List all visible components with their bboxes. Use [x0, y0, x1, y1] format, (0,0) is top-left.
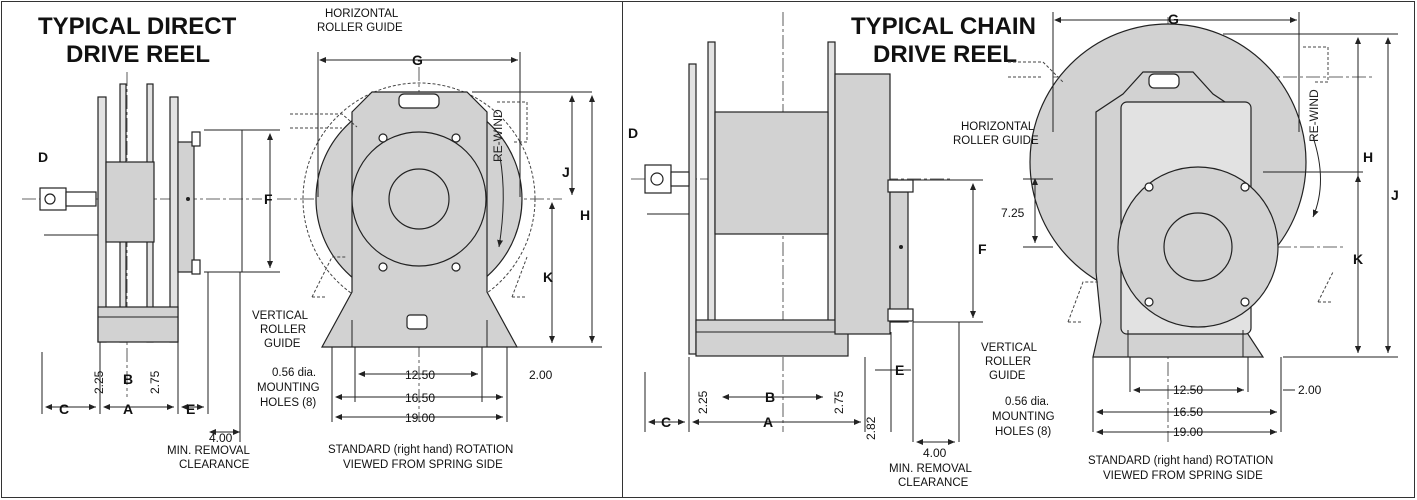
dim-2-00: 2.00	[529, 368, 553, 382]
frame-slot	[398, 93, 440, 109]
horizontal-roller-label-2: ROLLER GUIDE	[953, 135, 1039, 147]
vertical-roller-label-2: ROLLER	[985, 356, 1031, 368]
dim-2-75: 2.75	[148, 370, 162, 394]
dim-letter-c: C	[59, 401, 69, 417]
mounting-holes-label-2: MOUNTING	[257, 382, 320, 394]
chain-drive-drawing: .arr2 { stroke:#222; stroke-width:1; fil…	[628, 11, 1399, 489]
drum	[105, 161, 155, 243]
dim-letter-j: J	[562, 164, 570, 180]
mounting-holes-label-3: HOLES (8)	[260, 397, 316, 409]
dim-letter-h: H	[1363, 149, 1373, 165]
side-flange-inner-left	[707, 41, 716, 343]
dim-letter-d: D	[628, 125, 638, 141]
horizontal-roller-label-1: HORIZONTAL	[961, 121, 1035, 133]
panel-title-line1: TYPICAL CHAIN	[851, 13, 1036, 40]
min-removal-label-2: CLEARANCE	[179, 459, 250, 471]
dim-12-50: 12.50	[1173, 383, 1203, 397]
dim-7-25: 7.25	[1001, 206, 1025, 220]
rotation-label-2: VIEWED FROM SPRING SIDE	[343, 459, 503, 471]
panel-title-line1: TYPICAL DIRECT	[38, 13, 237, 40]
side-view	[22, 72, 280, 442]
hub	[388, 168, 450, 230]
dim-letter-f: F	[978, 241, 987, 257]
panel-title-line2: DRIVE REEL	[66, 41, 210, 68]
dim-19-00: 19.00	[1173, 425, 1203, 439]
vertical-roller-label-1: VERTICAL	[981, 342, 1038, 354]
frame-slot	[1148, 73, 1180, 89]
dim-letter-g: G	[1168, 11, 1179, 27]
mounting-holes-label-1: 0.56 dia.	[1005, 396, 1049, 408]
rewind-label: RE-WIND	[1307, 89, 1321, 142]
chain-cover	[889, 191, 909, 323]
dim-12-50: 12.50	[405, 368, 435, 382]
dim-letter-f: F	[264, 191, 273, 207]
rotation-label-2: VIEWED FROM SPRING SIDE	[1103, 470, 1263, 482]
dim-letter-e: E	[186, 401, 195, 417]
rotation-label-1: STANDARD (right hand) ROTATION	[1088, 455, 1273, 467]
drum	[714, 111, 829, 235]
dim-letter-c: C	[661, 414, 671, 430]
horizontal-roller-label-1: HORIZONTAL	[325, 8, 399, 20]
rewind-label: RE-WIND	[491, 109, 505, 162]
spring-housing	[834, 73, 891, 335]
side-view	[631, 12, 983, 445]
dim-2-75: 2.75	[832, 390, 846, 414]
dim-letter-b: B	[123, 371, 133, 387]
min-removal-label-2: CLEARANCE	[898, 477, 969, 489]
chain-drive-reel-panel: .arr2 { stroke:#222; stroke-width:1; fil…	[622, 1, 1415, 498]
side-flange-left	[688, 63, 697, 355]
horizontal-roller-label-2: ROLLER GUIDE	[317, 22, 403, 34]
side-flange-inner-right	[827, 41, 836, 343]
panel-title-line2: DRIVE REEL	[873, 41, 1017, 68]
side-flange-right	[169, 96, 179, 343]
dim-2-25: 2.25	[696, 390, 710, 414]
mounting-holes-label-2: MOUNTING	[992, 411, 1055, 423]
vertical-roller-label-3: GUIDE	[264, 338, 301, 350]
dim-letter-d: D	[38, 149, 48, 165]
spring-housing	[177, 141, 195, 273]
hub	[1163, 212, 1233, 282]
mounting-holes-label-3: HOLES (8)	[995, 426, 1051, 438]
side-flange-left	[97, 96, 107, 343]
dim-letter-g: G	[412, 52, 423, 68]
min-removal-value: 4.00	[209, 431, 233, 445]
dim-letter-a: A	[123, 401, 133, 417]
mounting-holes-label-1: 0.56 dia.	[272, 367, 316, 379]
direct-drive-drawing: TYPICAL DIRECT DRIVE REEL	[22, 8, 602, 471]
min-removal-label-1: MIN. REMOVAL	[167, 445, 250, 457]
dim-2-25: 2.25	[92, 370, 106, 394]
dim-letter-a: A	[763, 414, 773, 430]
dim-2-00: 2.00	[1298, 383, 1322, 397]
min-removal-value: 4.00	[923, 446, 947, 460]
vertical-roller-label-1: VERTICAL	[252, 310, 309, 322]
dim-16-50: 16.50	[1173, 405, 1203, 419]
dim-letter-k: K	[1353, 251, 1363, 267]
dim-letter-j: J	[1391, 187, 1399, 203]
dim-19-00: 19.00	[405, 411, 435, 425]
vertical-roller-label-2: ROLLER	[260, 324, 306, 336]
front-view	[277, 52, 602, 422]
dim-letter-h: H	[580, 207, 590, 223]
dim-16-50: 16.50	[405, 391, 435, 405]
min-removal-label-1: MIN. REMOVAL	[889, 463, 972, 475]
dim-letter-b: B	[765, 389, 775, 405]
front-view	[1008, 12, 1398, 442]
rotation-label-1: STANDARD (right hand) ROTATION	[328, 444, 513, 456]
vertical-roller-label-3: GUIDE	[989, 370, 1026, 382]
dim-letter-k: K	[543, 269, 553, 285]
dim-2-82: 2.82	[864, 416, 878, 440]
dim-letter-e: E	[895, 362, 904, 378]
